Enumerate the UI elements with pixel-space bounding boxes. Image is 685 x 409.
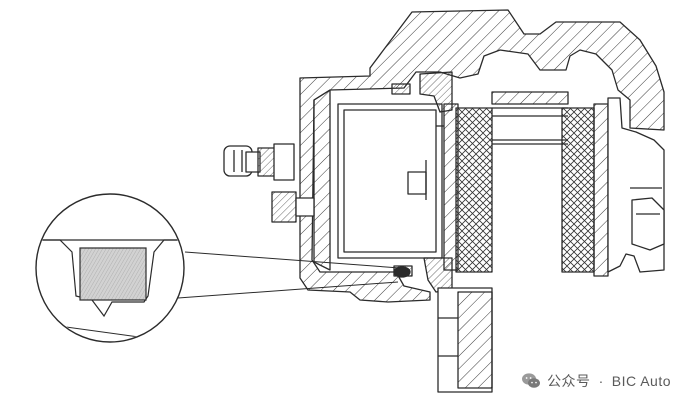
- inner-brake-pad: [455, 107, 493, 273]
- watermark: 公众号 · BIC Auto: [517, 369, 675, 393]
- dust-boot-upper: [419, 71, 453, 113]
- watermark-platform: 公众号: [547, 373, 591, 389]
- watermark-separator: ·: [598, 373, 604, 389]
- outer-brake-pad: [561, 107, 595, 273]
- watermark-account: BIC Auto: [611, 373, 671, 389]
- wechat-icon: [521, 372, 541, 390]
- seal-cross-section: [79, 247, 147, 301]
- bleed-screw: [223, 143, 295, 181]
- piston-bore-wall-left: [313, 89, 331, 271]
- leader-line-lower: [177, 281, 399, 299]
- outer-backing-plate: [593, 103, 609, 277]
- mounting-bracket: [437, 287, 493, 393]
- leader-line-upper: [184, 251, 401, 269]
- caliper-housing: [299, 9, 665, 303]
- seal-groove-detail-view: [35, 193, 185, 343]
- upper-seal: [391, 83, 411, 95]
